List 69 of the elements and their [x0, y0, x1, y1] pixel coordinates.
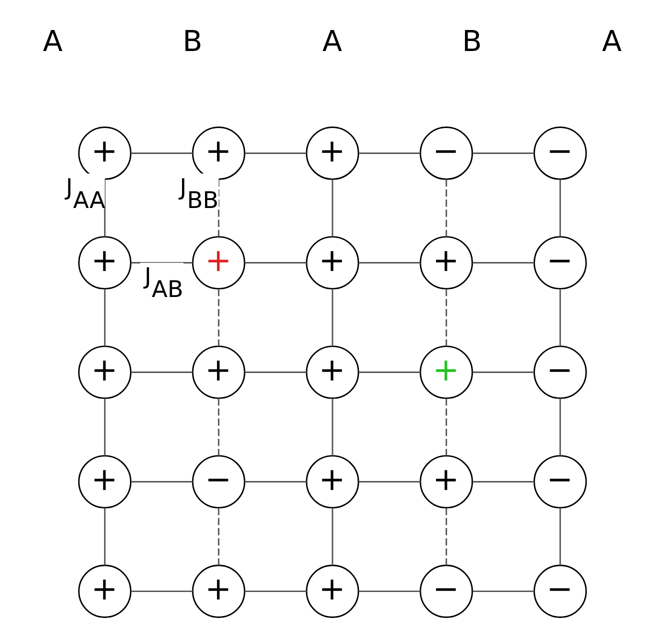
node-circle: +: [420, 454, 473, 508]
connector: [218, 507, 220, 565]
node-circle: +: [306, 126, 360, 180]
connector: [332, 178, 334, 236]
connector: [358, 590, 420, 592]
node-circle: −: [534, 454, 587, 508]
node-circle: +: [306, 345, 360, 398]
connector: [104, 398, 106, 456]
connector: [446, 178, 448, 236]
connector: [131, 371, 193, 372]
connector: [446, 507, 448, 565]
connector: [446, 288, 448, 346]
connector: [559, 507, 561, 565]
node-circle: −: [534, 126, 587, 180]
node-circle: +: [306, 564, 360, 618]
connector: [472, 590, 534, 592]
connector: [104, 507, 106, 565]
node-circle: +: [306, 454, 360, 508]
node-circle: −: [534, 345, 587, 398]
node-circle: +: [306, 236, 360, 289]
label: A: [322, 23, 342, 58]
connector: [244, 371, 306, 372]
node-circle: +: [78, 564, 132, 618]
node-circle: +: [78, 345, 132, 398]
connector: [131, 152, 193, 154]
connector: [104, 178, 106, 236]
label: B: [182, 23, 202, 58]
label: A: [602, 23, 622, 58]
connector: [131, 590, 193, 592]
connector: [244, 480, 306, 482]
connector: [559, 288, 561, 346]
connector: [104, 288, 106, 346]
connector: [358, 480, 420, 482]
connector: [244, 590, 306, 592]
connector: [559, 178, 561, 236]
node-circle: +: [420, 236, 473, 289]
connector: [358, 371, 420, 372]
connector: [218, 288, 220, 346]
label: A: [42, 23, 63, 58]
connector: [244, 262, 306, 263]
connector: [332, 398, 334, 456]
connector: [559, 398, 561, 456]
node-circle: +: [78, 236, 132, 289]
node-circle: +: [78, 454, 132, 508]
node-circle: −: [420, 126, 473, 180]
node-circle: −: [534, 236, 587, 289]
node-circle: +: [192, 345, 246, 398]
connector: [131, 480, 193, 482]
connector: [358, 152, 420, 154]
connector: [472, 152, 534, 154]
node-circle: +: [78, 126, 132, 180]
connector: [472, 371, 534, 372]
connector: [446, 398, 448, 456]
connector: [244, 152, 306, 154]
node-circle: −: [192, 454, 246, 508]
connector: [332, 507, 334, 565]
connector: [131, 262, 193, 263]
node-circle: +: [420, 345, 473, 398]
connector: [218, 398, 220, 456]
node-circle: +: [192, 126, 246, 180]
connector: [472, 262, 534, 263]
node-circle: −: [420, 564, 473, 618]
node-circle: −: [534, 564, 587, 618]
label: B: [462, 23, 482, 58]
connector: [332, 288, 334, 346]
node-circle: +: [192, 236, 246, 289]
connector: [472, 480, 534, 482]
node-circle: +: [192, 564, 246, 618]
connector: [358, 262, 420, 263]
